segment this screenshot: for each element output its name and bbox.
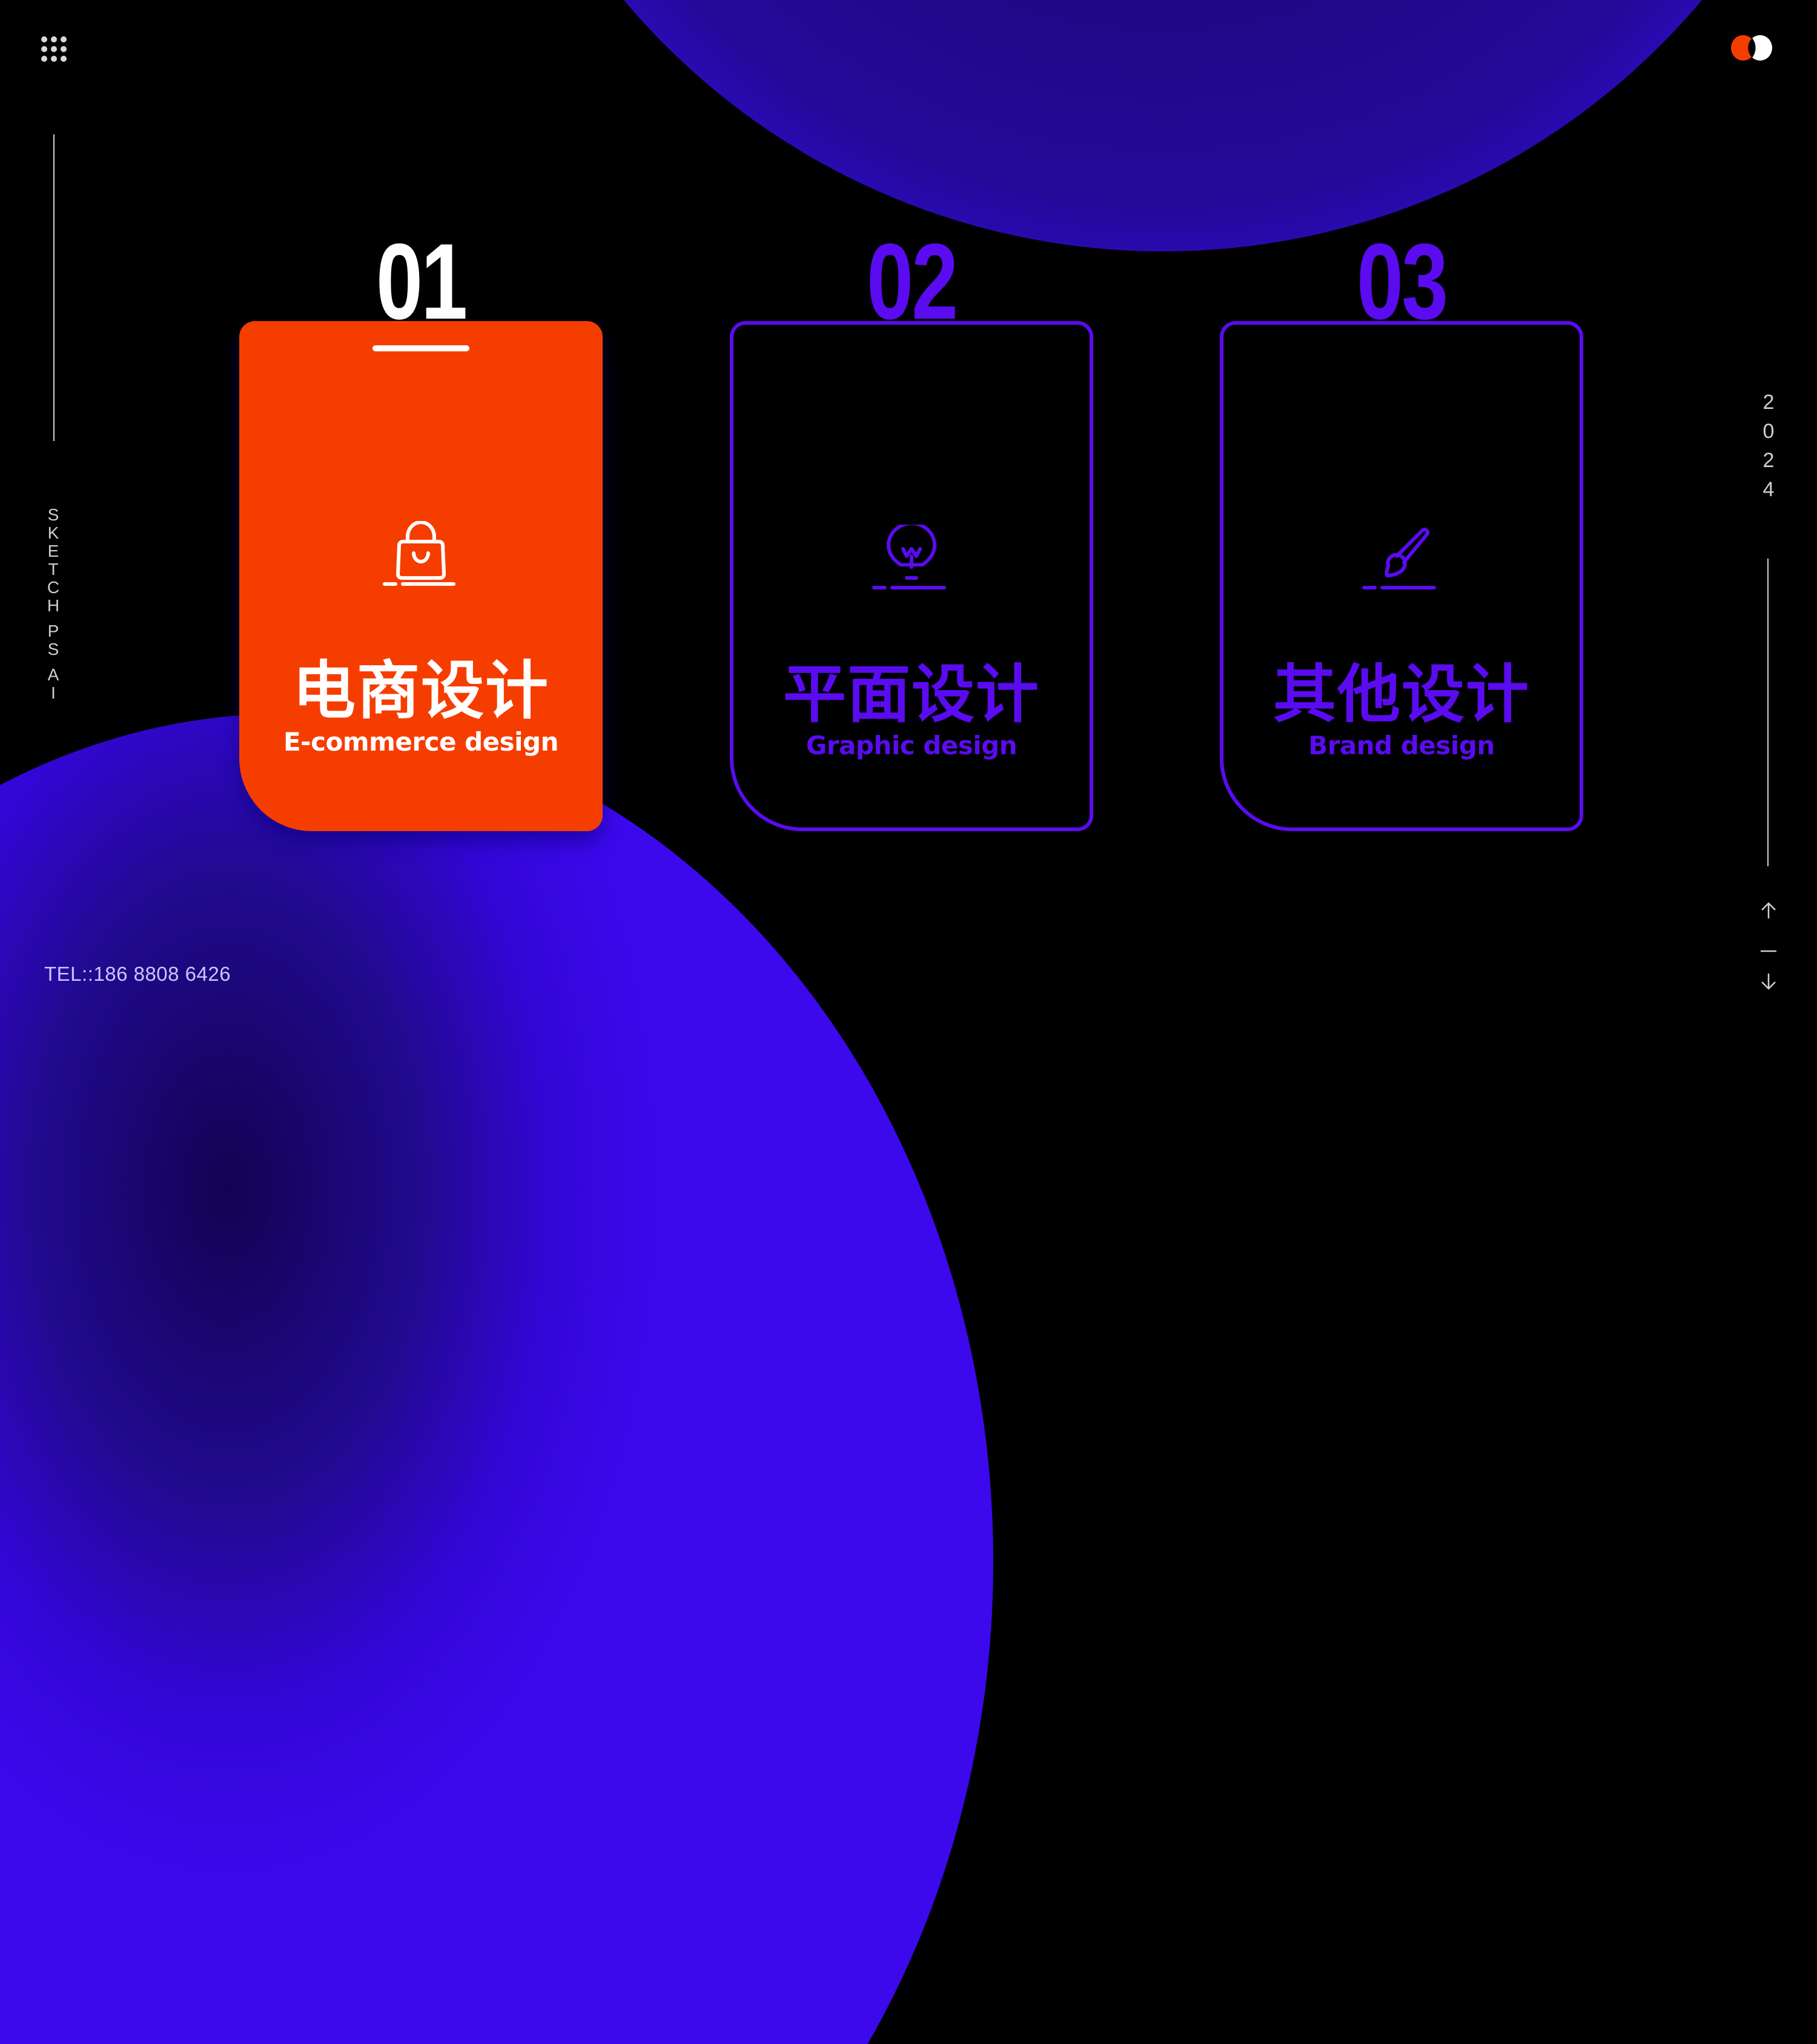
card-title-cn: 电商设计 <box>292 654 549 728</box>
service-card-brand[interactable]: 03 其他设计 Brand design <box>1220 221 1583 836</box>
year-vertical: 2 0 2 4 <box>1756 388 1781 504</box>
service-card-graphic[interactable]: 02 平面设计 Graphic design <box>730 221 1093 836</box>
label-char: P <box>47 622 59 640</box>
card-title-en: Graphic design <box>806 731 1018 760</box>
card-top-divider <box>372 345 469 351</box>
arrow-up-icon <box>1761 902 1776 918</box>
label-char: T <box>48 560 59 579</box>
brand-logo-icon <box>1730 35 1773 61</box>
bottom-decorative-blob <box>0 714 993 2044</box>
grid-menu-icon[interactable] <box>41 36 67 62</box>
dash-icon <box>1761 950 1776 952</box>
shopping-bag-icon <box>383 521 455 586</box>
card-number: 01 <box>376 221 468 342</box>
label-char: E <box>47 542 59 560</box>
paintbrush-icon <box>1362 528 1436 589</box>
label-char: K <box>47 523 59 542</box>
year-digit: 2 <box>1762 449 1775 472</box>
year-digit: 0 <box>1762 420 1775 443</box>
card-number: 02 <box>866 221 958 342</box>
card-body[interactable]: 电商设计 E-commerce design <box>239 321 603 831</box>
left-divider-line <box>53 134 55 441</box>
year-digit: 2 <box>1762 391 1775 414</box>
label-char: H <box>47 596 60 615</box>
card-title-en: Brand design <box>1308 731 1495 760</box>
label-char: S <box>47 640 59 659</box>
telephone-contact: TEL::186 8808 6426 <box>44 963 231 985</box>
card-body[interactable]: 其他设计 Brand design <box>1220 321 1583 831</box>
nav-up-button[interactable] <box>1756 901 1781 923</box>
card-title-en: E-commerce design <box>283 727 559 757</box>
left-vertical-label: S K E T C H P S A I <box>41 506 65 702</box>
top-decorative-blob <box>459 0 1817 251</box>
year-digit: 4 <box>1762 478 1775 501</box>
label-char: C <box>47 578 60 597</box>
card-number: 03 <box>1356 221 1448 342</box>
label-char: S <box>47 505 59 524</box>
service-card-ecommerce[interactable]: 01 电商设计 E-commerce design <box>239 221 603 836</box>
card-title-cn: 平面设计 <box>783 657 1040 731</box>
right-divider-line <box>1767 559 1769 866</box>
nav-down-button[interactable] <box>1756 972 1781 994</box>
card-title-cn: 其他设计 <box>1273 657 1530 731</box>
lightbulb-icon <box>872 525 946 589</box>
card-body[interactable]: 平面设计 Graphic design <box>730 321 1093 831</box>
nav-separator <box>1756 945 1781 956</box>
arrow-down-icon <box>1761 974 1776 990</box>
label-char: A <box>47 665 59 684</box>
label-char: I <box>51 683 56 702</box>
